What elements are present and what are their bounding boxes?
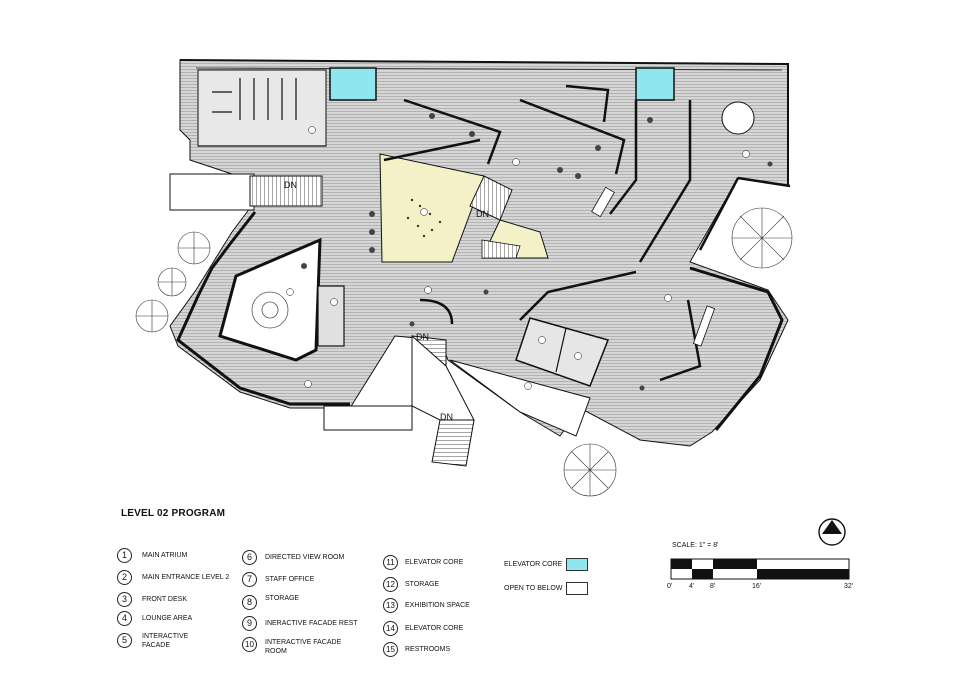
- program-number: 14: [383, 621, 398, 636]
- program-number: 8: [242, 595, 257, 610]
- front-desk: [317, 285, 345, 347]
- furniture: [301, 113, 773, 391]
- program-number: 1: [117, 548, 132, 563]
- program-number: 4: [117, 611, 132, 626]
- plan-title: LEVEL 02 PROGRAM: [121, 508, 226, 519]
- legend-swatch-open-to-below: [566, 582, 588, 595]
- round-table-ne: [721, 101, 755, 135]
- program-label: MAIN ATRIUM: [142, 552, 188, 559]
- program-number: 13: [383, 598, 398, 613]
- dn-label-west: DN: [284, 180, 297, 190]
- west-facade-wall: [176, 211, 350, 406]
- program-number: 6: [242, 550, 257, 565]
- lounge-planter: [251, 291, 289, 329]
- program-number: 5: [117, 633, 132, 648]
- lounge-planter-inner: [261, 301, 279, 319]
- north-inner-line: [195, 67, 783, 71]
- program-label: INERACTIVE FACADE REST: [265, 620, 358, 627]
- program-label: FRONT DESK: [142, 596, 187, 603]
- program-label: MAIN ENTRANCE LEVEL 2: [142, 574, 230, 581]
- legend-label-open-to-below: OPEN TO BELOW: [504, 585, 563, 592]
- scale-tick-32: 32': [844, 583, 854, 590]
- program-number: 10: [242, 637, 257, 652]
- program-label: STAFF OFFICE: [265, 576, 315, 583]
- restrooms-block: [197, 69, 327, 147]
- scale-bar: [670, 558, 850, 580]
- south-stair-corridor: [411, 334, 475, 421]
- program-label: INTERACTIVE FACADE ROOM: [265, 639, 342, 655]
- program-label: ELEVATOR CORE: [405, 559, 464, 566]
- northeast-wall: [698, 176, 791, 251]
- program-number: 7: [242, 572, 257, 587]
- bench-east: [591, 186, 615, 218]
- north-wall: [179, 59, 789, 186]
- program-label: ELEVATOR CORE: [405, 625, 464, 632]
- program-number: 15: [383, 642, 398, 657]
- central-stair-lower: [481, 239, 521, 259]
- legend-swatch-elevator-core: [566, 558, 588, 571]
- plan-markers: [286, 126, 750, 390]
- south-stair-landing: [323, 405, 413, 431]
- scale-tick-0: 0': [667, 583, 673, 590]
- scale-tick-4: 4': [689, 583, 695, 590]
- bench-exhibition: [692, 305, 716, 347]
- atrium-dots: [406, 198, 442, 238]
- program-number: 12: [383, 577, 398, 592]
- entrance-bridge: [169, 173, 255, 211]
- trees: [135, 207, 793, 497]
- north-arrow: [818, 518, 846, 546]
- dn-label-south: DN: [416, 332, 429, 342]
- program-number: 2: [117, 570, 132, 585]
- program-number: 11: [383, 555, 398, 570]
- scale-label: SCALE: 1" = 8': [672, 542, 719, 549]
- program-label: STORAGE: [265, 595, 300, 602]
- entrance-stair-west: [249, 175, 323, 207]
- interior-partitions: [383, 84, 702, 382]
- program-label: LOUNGE AREA: [142, 615, 193, 622]
- program-label: DIRECTED VIEW ROOM: [265, 554, 345, 561]
- dn-label-southwest: DN: [440, 412, 453, 422]
- elevator-core-west: [329, 67, 377, 101]
- office-divider: [555, 327, 567, 373]
- legend-label-elevator-core: ELEVATOR CORE: [504, 561, 563, 568]
- elevator-core-east: [635, 67, 675, 101]
- staff-office-room: [515, 317, 609, 387]
- south-stair-run: [431, 419, 475, 467]
- program-label: EXHIBITION SPACE: [405, 602, 470, 609]
- scale-tick-8: 8': [710, 583, 716, 590]
- program-number: 3: [117, 592, 132, 607]
- scale-tick-16: 16': [752, 583, 762, 590]
- lounge-area: [218, 237, 322, 362]
- east-facade-wall: [689, 266, 784, 431]
- program-label: INTERACTIVE FACADE: [142, 633, 189, 649]
- open-atrium: [379, 153, 485, 263]
- directed-view-room: [449, 359, 591, 437]
- south-stair-bottom: [323, 406, 412, 431]
- program-number: 9: [242, 616, 257, 631]
- restroom-stalls: [198, 78, 326, 147]
- program-label: RESTROOMS: [405, 646, 451, 653]
- dn-label-central: DN: [476, 209, 489, 219]
- program-label: STORAGE: [405, 581, 440, 588]
